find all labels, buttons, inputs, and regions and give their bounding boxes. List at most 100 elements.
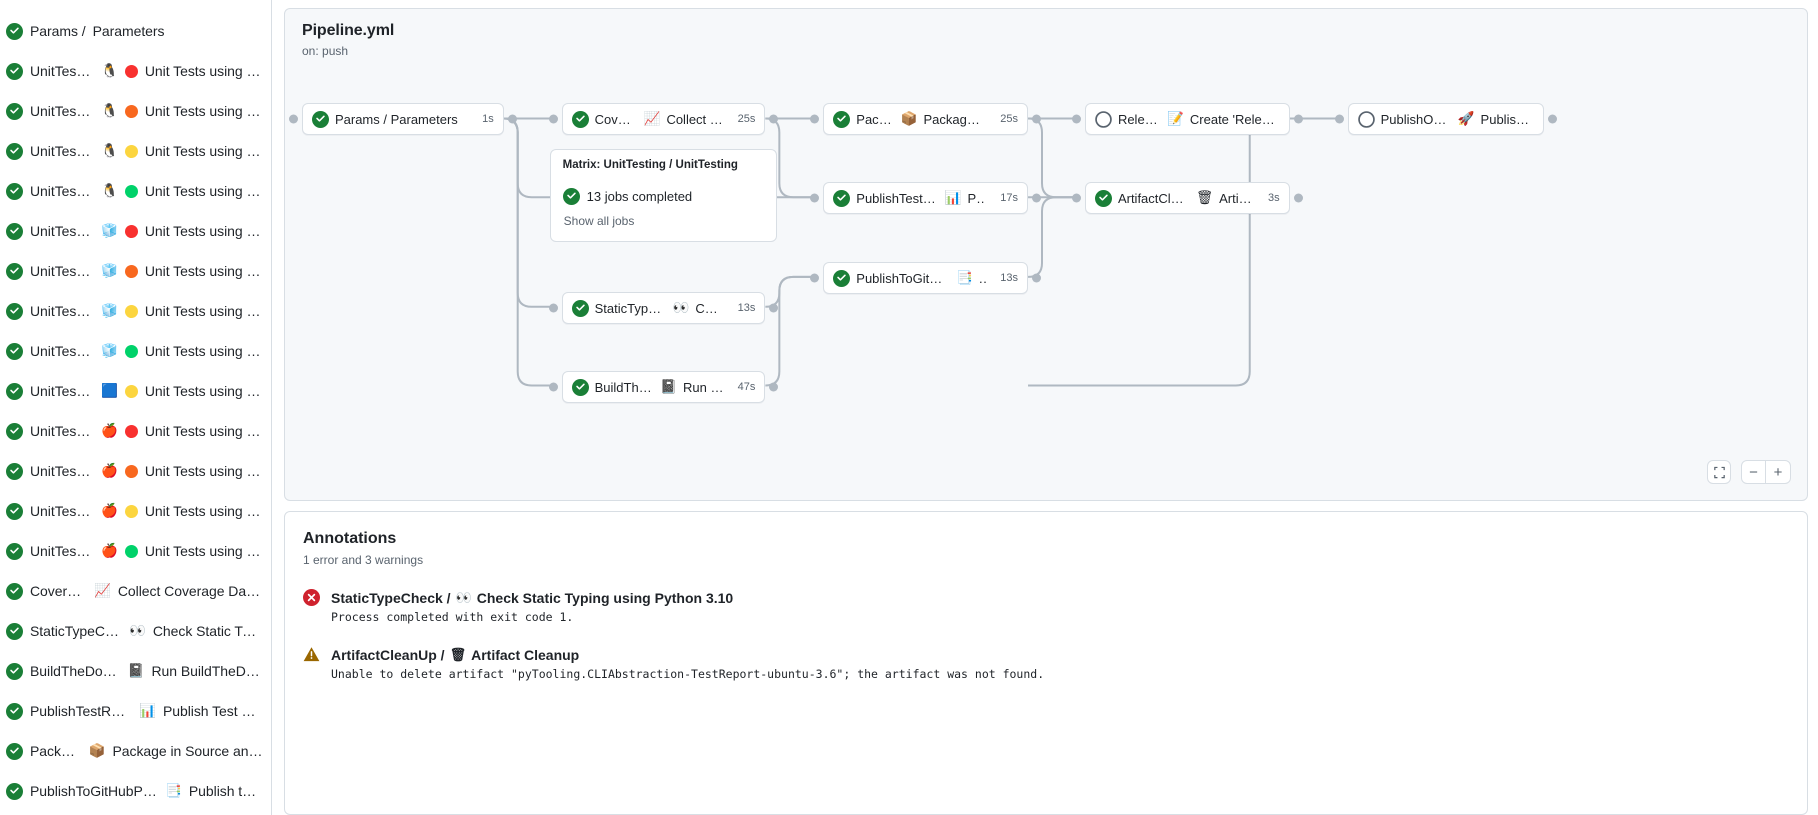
node-step-name: Run Buil... [683, 379, 724, 395]
sidebar-job-prefix: UnitTesting / [30, 463, 95, 479]
sidebar-job-os-icon: 🐧 [101, 183, 118, 199]
node-step-name: Publish to ... [1480, 111, 1535, 127]
graph-node[interactable]: PublishOnPyPI /🚀Publish to ... [1334, 103, 1558, 135]
warning-icon [303, 647, 320, 662]
sidebar-job-item[interactable]: UnitTesting /🐧Unit Tests using Pyth... [0, 91, 271, 131]
sidebar-job-os-icon: 🍎 [101, 543, 118, 559]
sidebar-job-prefix: UnitTesting / [30, 263, 95, 279]
graph-node[interactable]: PublishTestResults /📊Pu...17s [810, 182, 1041, 214]
success-check-icon [311, 110, 329, 128]
sidebar-job-os-icon: 🟦 [101, 383, 118, 399]
success-check-icon [6, 422, 23, 440]
sidebar-job-item[interactable]: UnitTesting /🍎Unit Tests using Pyth... [0, 451, 271, 491]
graph-node[interactable]: Coverage /📈Collect Cove...25s [548, 103, 779, 135]
annotation-job: StaticTypeCheck / [331, 590, 451, 606]
graph-node[interactable]: Release /📝Create 'Release P... [1071, 103, 1303, 135]
sidebar-job-label: Unit Tests using Pyth... [144, 223, 263, 239]
zoom-out-button[interactable]: − [1742, 461, 1766, 483]
sidebar-job-item[interactable]: UnitTesting /🐧Unit Tests using Pyth... [0, 51, 271, 91]
node-duration: 1s [482, 113, 494, 125]
zoom-in-button[interactable]: + [1773, 463, 1783, 481]
graph-node[interactable]: ArtifactCleanUp /🗑Artifac...3s [1071, 182, 1303, 214]
pending-circle-icon [1095, 110, 1112, 128]
sidebar-job-item[interactable]: Params /Parameters [0, 11, 271, 51]
sidebar-job-item[interactable]: UnitTesting /🍎Unit Tests using Pyth... [0, 531, 271, 571]
sidebar-job-item[interactable]: UnitTesting /🟦Unit Tests using Pyth... [0, 371, 271, 411]
node-job-name: BuildTheDocs / [594, 379, 655, 395]
sidebar-job-item[interactable]: UnitTesting / 🧊 Unit Tests using Pyth... [0, 211, 271, 251]
sidebar-job-item[interactable]: UnitTesting /🧊Unit Tests using Pyth... [0, 251, 271, 291]
node-job-name: StaticTypeCheck / [594, 300, 667, 316]
sidebar-job-item[interactable]: Package /📦Package in Source and Wh... [0, 731, 271, 771]
success-check-icon [6, 222, 23, 240]
annotation-body: StaticTypeCheck /👀Check Static Typing us… [331, 589, 733, 624]
node-job-name: Release / [1117, 111, 1162, 127]
sidebar-job-os-icon: 🐧 [101, 143, 118, 159]
sidebar-job-item[interactable]: Coverage /📈Collect Coverage Data usi... [0, 571, 271, 611]
graph-node[interactable]: BuildTheDocs /📓Run Buil...47s [548, 371, 779, 403]
node-input-port [1071, 114, 1081, 124]
success-check-icon [571, 110, 589, 128]
success-check-icon [6, 62, 23, 80]
sidebar-job-prefix: UnitTesting / [30, 143, 95, 159]
node-output-port [769, 303, 779, 313]
sidebar-job-label: Check Static Typing... [152, 623, 263, 639]
sidebar-job-version-dot [124, 264, 138, 278]
sidebar-job-label: Unit Tests using Pyth... [144, 383, 263, 399]
sidebar-job-item[interactable]: UnitTesting /🧊Unit Tests using Pyth... [0, 331, 271, 371]
sidebar-job-os-icon: 🐧 [101, 103, 118, 119]
sidebar-job-version-dot [124, 464, 138, 478]
node-output-port [1032, 193, 1041, 203]
node-duration: 17s [1000, 192, 1018, 204]
sidebar-job-item[interactable]: BuildTheDocs /📓Run BuildTheDocs [0, 651, 271, 691]
sidebar-job-prefix: UnitTesting / [30, 223, 95, 239]
show-all-jobs-link[interactable]: Show all jobs [563, 214, 635, 228]
sidebar-job-prefix: UnitTesting / [30, 103, 95, 119]
node-step-name: Artifac... [1219, 190, 1254, 206]
zoom-controls[interactable]: − + [1707, 460, 1791, 484]
graph-node[interactable]: PublishToGitHubPages /📑...13s [810, 262, 1041, 294]
success-check-icon [6, 22, 23, 40]
graph-node[interactable]: Package /📦Package in So...25s [810, 103, 1041, 135]
success-check-icon [6, 342, 23, 360]
node-step-name: Chec... [695, 300, 723, 316]
sidebar-job-prefix: StaticTypeCheck / [30, 623, 122, 639]
sidebar-job-item[interactable]: UnitTesting /🍎Unit Tests using Pyth... [0, 411, 271, 451]
sidebar-job-item[interactable]: UnitTesting /🐧Unit Tests using Pyth... [0, 131, 271, 171]
sidebar-job-os-icon: 🧊 [101, 223, 118, 239]
node-step-icon: 📈 [643, 111, 661, 127]
sidebar-job-item[interactable]: UnitTesting /🧊Unit Tests using Pyth... [0, 291, 271, 331]
sidebar-job-os-icon: 🍎 [101, 503, 118, 519]
fit-screen-button[interactable] [1707, 460, 1731, 484]
success-check-icon [6, 262, 23, 280]
zoom-buttons[interactable]: − + [1741, 460, 1791, 484]
node-step-name: Collect Cove... [666, 111, 723, 127]
graph-node[interactable]: StaticTypeCheck /👀Chec...13s [548, 292, 779, 324]
success-check-icon [6, 662, 23, 680]
sidebar-job-item[interactable]: UnitTesting /🐧Unit Tests using Pyth... [0, 171, 271, 211]
annotation-step: Artifact Cleanup [471, 647, 580, 663]
node-step-name: Create 'Release P... [1189, 111, 1280, 127]
sidebar-job-item[interactable]: PublishToGitHubPages /📑Publish to G... [0, 771, 271, 811]
annotations-title: Annotations [303, 530, 397, 547]
sidebar-job-item[interactable]: UnitTesting /🍎Unit Tests using Pyth... [0, 491, 271, 531]
success-check-icon [6, 382, 23, 400]
node-output-port [1032, 114, 1041, 124]
node-job-name: PublishToGitHubPages / [856, 270, 951, 286]
sidebar-job-version-dot [124, 104, 138, 118]
annotation-item[interactable]: StaticTypeCheck /👀Check Static Typing us… [303, 589, 1789, 624]
sidebar-job-os-icon: 🍎 [101, 423, 118, 439]
node-job-name: Package / [856, 111, 894, 127]
sidebar-job-prefix: UnitTesting / [30, 63, 95, 79]
sidebar-job-prefix: BuildTheDocs / [30, 663, 121, 679]
sidebar-job-label: Unit Tests using Pyth... [144, 503, 263, 519]
sidebar-job-item[interactable]: PublishTestResults /📊Publish Test Resu..… [0, 691, 271, 731]
node-job-name: Coverage / [594, 111, 638, 127]
sidebar-job-item[interactable]: StaticTypeCheck /👀Check Static Typing... [0, 611, 271, 651]
node-duration: 3s [1268, 192, 1280, 204]
